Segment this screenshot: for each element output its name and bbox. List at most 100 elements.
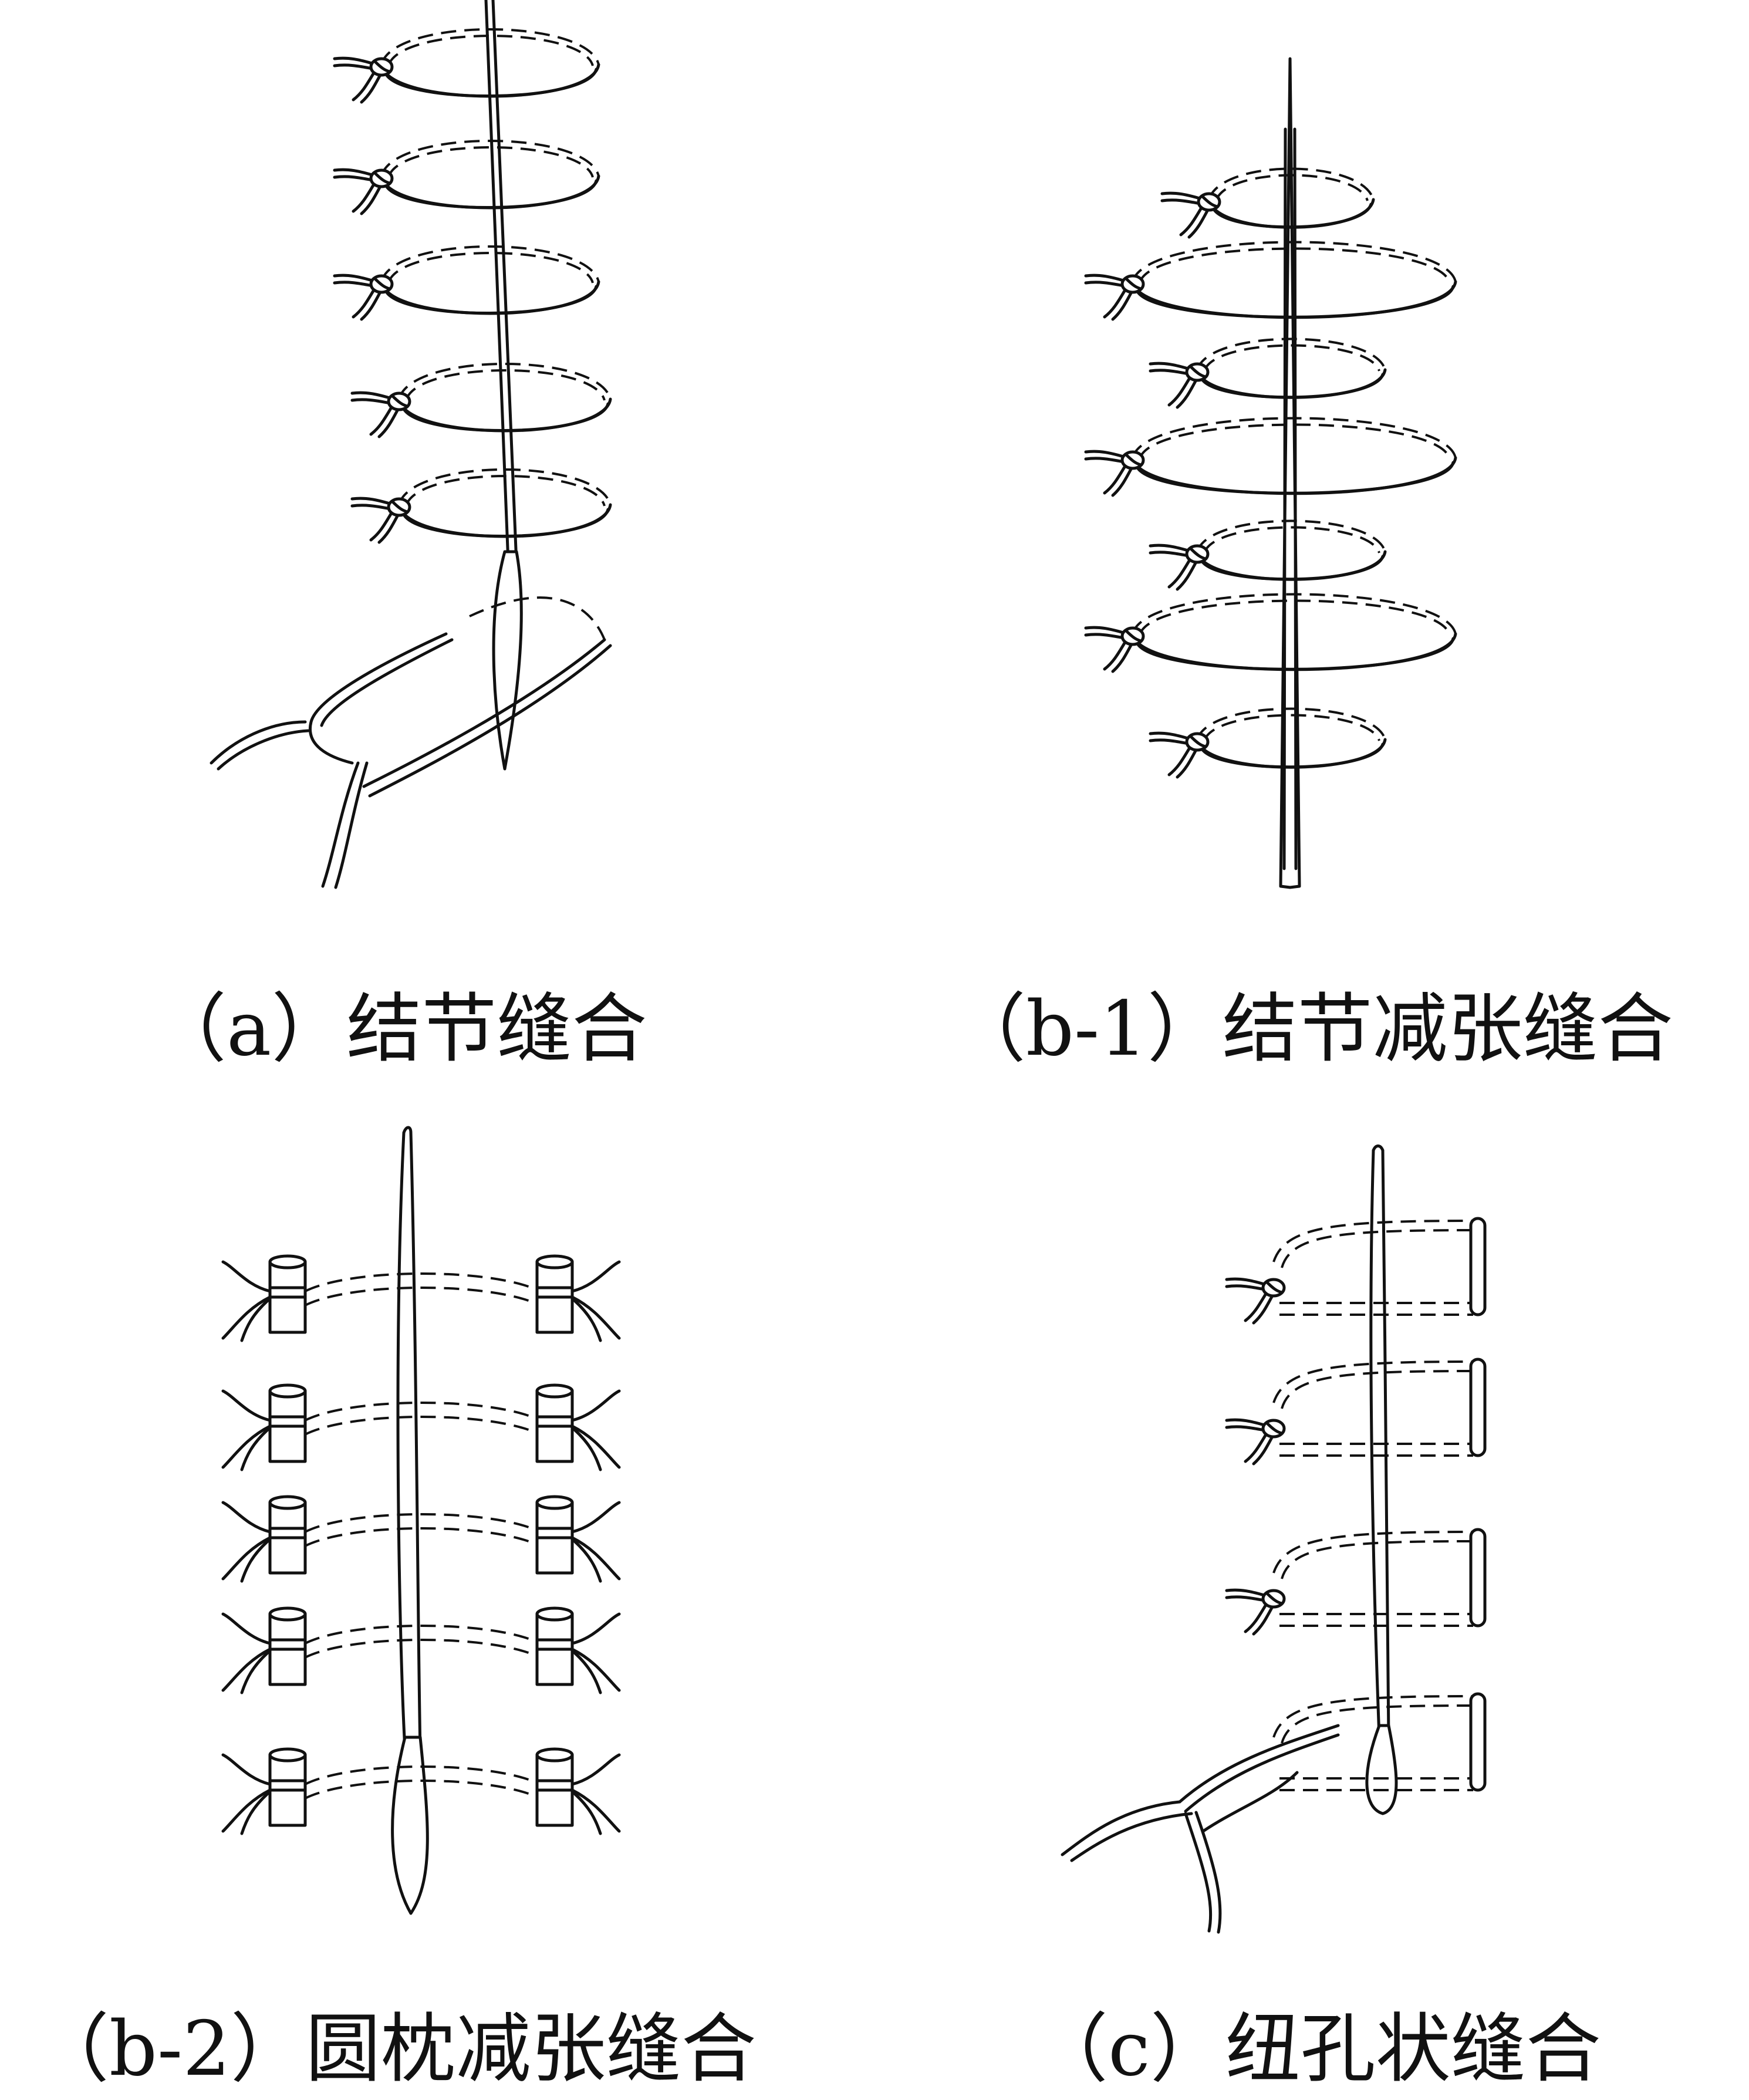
stitch-visible: [380, 280, 600, 315]
thread-tail: [221, 1424, 272, 1469]
stitch-hidden: [1139, 599, 1451, 636]
stitch-hidden: [1208, 167, 1375, 200]
caption-c: （c）纽孔状缝合: [1033, 2006, 1601, 2093]
thread-tail: [570, 1389, 621, 1422]
stitch-visible: [1199, 555, 1385, 581]
stitch-visible: [1135, 461, 1455, 495]
knot-loop: [1124, 276, 1143, 291]
thread-hidden: [305, 1780, 541, 1799]
stitch-hidden: [1132, 417, 1457, 458]
thread-tail: [221, 1536, 272, 1581]
thread-tail: [570, 1612, 621, 1645]
thread-end: [1184, 1812, 1213, 1933]
stitch-loop: [1469, 1692, 1487, 1792]
thread: [320, 638, 454, 727]
stitch-loop: [1469, 1217, 1487, 1316]
thread-hidden: [305, 1513, 541, 1533]
thread-tail: [570, 1295, 621, 1340]
stitch-hidden: [1272, 1531, 1474, 1574]
thread-tail: [570, 1536, 621, 1581]
thread-tail: [573, 1299, 602, 1342]
stitch-hidden: [380, 140, 600, 177]
stitch-visible: [383, 285, 598, 315]
knot-loop: [390, 394, 409, 408]
thread-hidden: [305, 1765, 541, 1785]
bolster-top: [268, 1495, 307, 1510]
panel-a-interrupted-suture: [210, 0, 612, 889]
stitch-hidden: [380, 245, 600, 282]
stitch-hidden: [1196, 707, 1386, 740]
stitch-hidden: [1196, 519, 1386, 552]
stitch-loop: [1469, 1358, 1487, 1457]
thread-hidden: [305, 1639, 541, 1659]
stitch-hidden: [387, 146, 594, 178]
panel-c-buttonhole-suture: [1061, 1144, 1487, 1934]
bolster-top: [535, 1254, 574, 1270]
thread-tail: [221, 1260, 272, 1293]
bolster-top: [535, 1747, 574, 1763]
thread-hidden: [305, 1272, 541, 1292]
incision-line: [402, 1126, 413, 1135]
stitch-hidden: [1272, 1695, 1474, 1738]
thread-tail: [221, 1389, 272, 1422]
stitch-visible: [1199, 742, 1385, 769]
thread-tail: [570, 1788, 621, 1833]
stitch-hidden: [405, 369, 606, 401]
thread: [1178, 1724, 1340, 1804]
thread-tail: [221, 1295, 272, 1340]
knot-loop: [1188, 734, 1207, 748]
thread-tail: [573, 1792, 602, 1835]
thread-tail: [221, 1612, 272, 1645]
thread-tail: [573, 1428, 602, 1471]
bolster-top: [268, 1383, 307, 1399]
thread-tail: [240, 1792, 269, 1835]
knot-loop: [1188, 546, 1207, 561]
panel-b2-bolster-tension-suture: [221, 1126, 621, 1915]
thread-end: [217, 729, 310, 771]
thread-tail: [221, 1501, 272, 1534]
thread-tail: [221, 1647, 272, 1692]
stitch-hidden: [1272, 1220, 1474, 1262]
thread-end: [321, 761, 360, 888]
stitch-hidden: [1139, 247, 1451, 283]
bolster-top: [268, 1747, 307, 1763]
thread-hidden: [305, 1416, 541, 1436]
needle: [1365, 1724, 1398, 1815]
stitch-visible: [1196, 738, 1387, 769]
caption-b2: （b-2）圆枕减张缝合: [34, 2006, 757, 2093]
stitch-hidden: [1132, 241, 1457, 282]
knot-loop: [373, 276, 391, 291]
incision-line: [1372, 1144, 1385, 1152]
stitch-hidden: [387, 35, 594, 66]
knot-loop: [373, 59, 391, 73]
incision-line: [1369, 1149, 1381, 1739]
incision-line: [1282, 127, 1287, 870]
thread-tail: [570, 1647, 621, 1692]
thread-tail: [570, 1501, 621, 1534]
stitch-visible: [383, 179, 598, 209]
thread-tail: [221, 1788, 272, 1833]
stitch-hidden: [387, 252, 594, 283]
thread-tail: [573, 1539, 602, 1583]
bolster-top: [535, 1606, 574, 1622]
knot-loop: [1200, 194, 1219, 208]
thread-hidden: [469, 596, 606, 640]
stitch-visible: [380, 174, 600, 210]
thread-hidden: [305, 1527, 541, 1547]
knot-loop: [1124, 453, 1143, 467]
thread-tail: [570, 1753, 621, 1786]
bolster-top: [268, 1606, 307, 1622]
thread-tail: [240, 1428, 269, 1471]
needle: [492, 550, 523, 771]
bolster-top: [268, 1254, 307, 1270]
needle: [391, 1736, 429, 1915]
stitch-hidden: [1203, 344, 1380, 372]
thread-tail: [570, 1424, 621, 1469]
thread-tail: [570, 1260, 621, 1293]
thread-tail: [221, 1753, 272, 1786]
thread-end: [1061, 1800, 1181, 1856]
stitch-visible: [1135, 637, 1455, 671]
thread-end: [210, 720, 307, 765]
incision-line: [1381, 1149, 1390, 1739]
